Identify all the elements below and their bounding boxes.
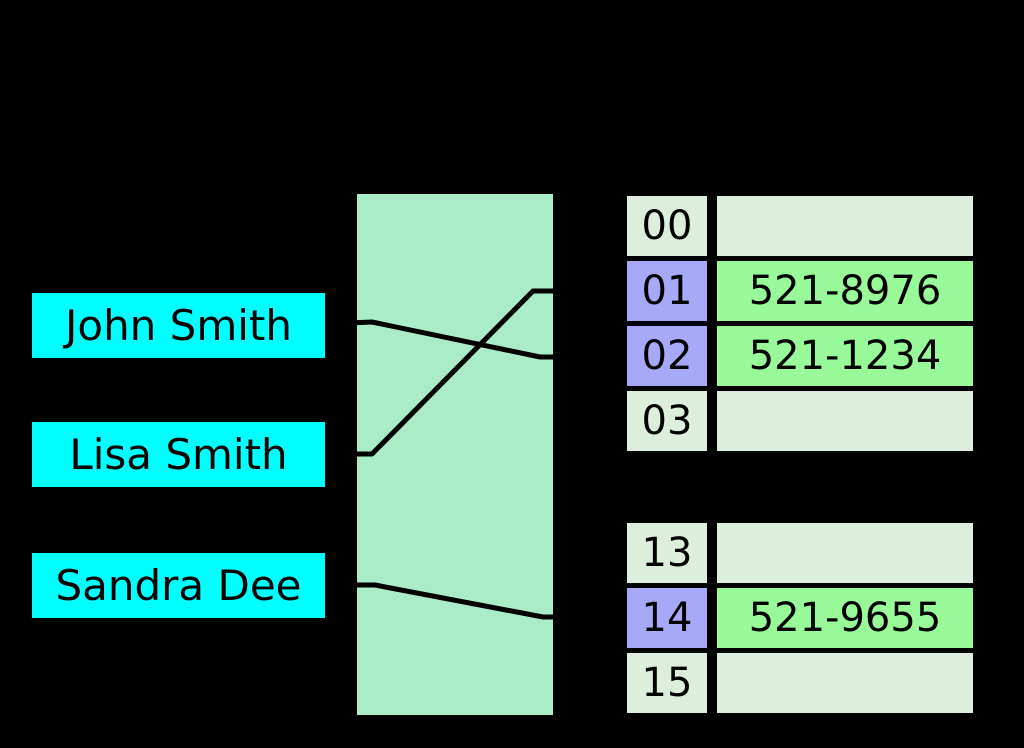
bucket-index-02: 02: [627, 326, 707, 386]
bucket-index-13: 13: [627, 523, 707, 583]
bucket-value-02: 521-1234: [717, 326, 973, 386]
key-box-sandra-dee: Sandra Dee: [32, 553, 325, 618]
hash-function-box: [357, 194, 553, 715]
bucket-index-03: 03: [627, 391, 707, 451]
bucket-index-label: 00: [641, 203, 693, 249]
bucket-value-label: 521-9655: [748, 595, 942, 641]
key-label-john-smith: John Smith: [64, 300, 292, 350]
bucket-value-15: [717, 653, 973, 713]
key-label-lisa-smith: Lisa Smith: [69, 429, 288, 479]
bucket-index-01: 01: [627, 261, 707, 321]
bucket-index-label: 15: [641, 660, 693, 706]
bucket-value-label: 521-1234: [748, 333, 942, 379]
bucket-value-14: 521-9655: [717, 588, 973, 648]
bucket-value-01: 521-8976: [717, 261, 973, 321]
bucket-index-00: 00: [627, 196, 707, 256]
bucket-index-15: 15: [627, 653, 707, 713]
bucket-index-label: 01: [641, 268, 693, 314]
bucket-index-label: 02: [641, 333, 693, 379]
bucket-value-00: [717, 196, 973, 256]
bucket-value-03: [717, 391, 973, 451]
bucket-index-label: 13: [641, 530, 693, 576]
bucket-value-label: 521-8976: [748, 268, 942, 314]
key-label-sandra-dee: Sandra Dee: [55, 560, 302, 610]
key-box-lisa-smith: Lisa Smith: [32, 422, 325, 487]
bucket-value-13: [717, 523, 973, 583]
bucket-index-14: 14: [627, 588, 707, 648]
bucket-index-label: 03: [641, 398, 693, 444]
bucket-index-label: 14: [641, 595, 693, 641]
key-box-john-smith: John Smith: [32, 293, 325, 358]
